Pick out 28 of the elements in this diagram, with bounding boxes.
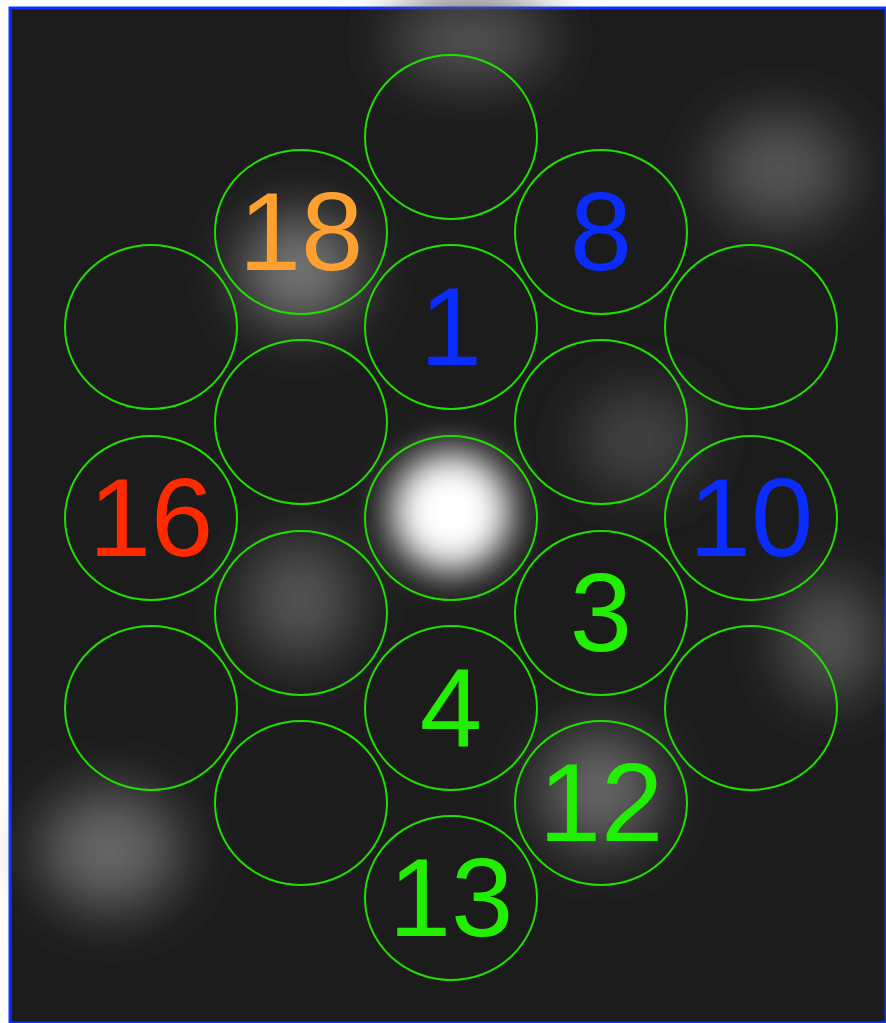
circle-marker — [64, 435, 238, 601]
circle-marker — [364, 625, 538, 791]
circle-marker — [514, 149, 688, 315]
number-label: 16 — [88, 462, 214, 574]
number-label: 12 — [538, 747, 664, 859]
circle-marker — [364, 815, 538, 981]
number-label: 3 — [569, 557, 633, 669]
circle-marker — [64, 244, 238, 410]
circle-marker — [514, 339, 688, 505]
circle-marker — [214, 530, 388, 696]
circle-marker — [364, 244, 538, 410]
circle-marker — [214, 720, 388, 886]
circle-marker — [664, 435, 838, 601]
number-label: 13 — [388, 842, 514, 954]
circle-marker — [364, 435, 538, 601]
circle-marker — [364, 54, 538, 220]
number-label: 10 — [688, 462, 814, 574]
circle-marker — [514, 720, 688, 886]
circle-marker — [514, 530, 688, 696]
number-label: 8 — [569, 176, 633, 288]
circle-marker — [214, 149, 388, 315]
number-label: 18 — [238, 176, 364, 288]
circle-marker — [64, 625, 238, 791]
number-label: 4 — [419, 652, 483, 764]
circle-marker — [664, 625, 838, 791]
circle-marker — [664, 244, 838, 410]
number-label: 1 — [419, 271, 483, 383]
circle-marker — [214, 339, 388, 505]
